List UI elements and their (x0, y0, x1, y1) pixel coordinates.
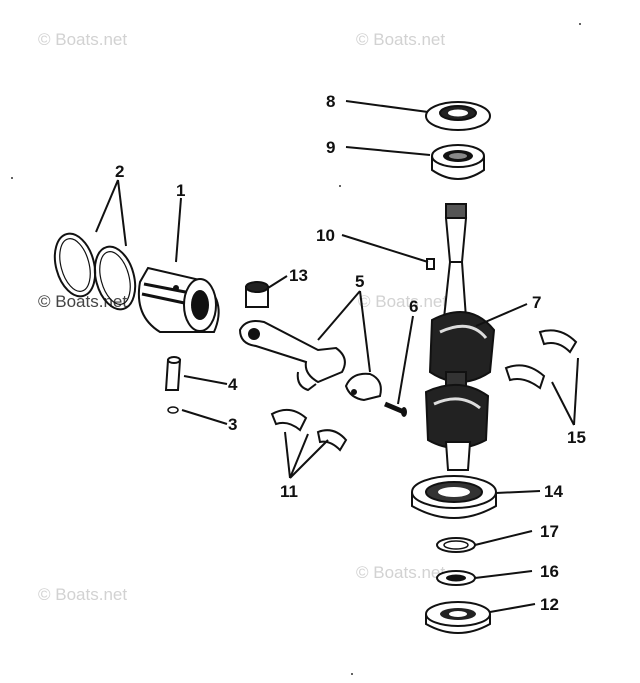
callout-12: 12 (540, 595, 559, 614)
piston (138, 266, 220, 333)
watermark-top-left: © Boats.net (38, 30, 127, 49)
wrist-pin (164, 356, 182, 391)
callout-4: 4 (228, 375, 238, 394)
rod-screw (384, 401, 407, 417)
crankshaft (424, 203, 496, 471)
seal-upper (425, 101, 491, 131)
bearing-halves-left (270, 408, 348, 452)
callout-6: 6 (409, 297, 418, 316)
pin-retainer (167, 406, 179, 414)
callout-7: 7 (532, 293, 541, 312)
callout-15: 15 (567, 428, 586, 447)
callout-1: 1 (176, 181, 185, 200)
watermark-bottom-right: © Boats.net (356, 563, 445, 582)
callout-10: 10 (316, 226, 335, 245)
callout-13: 13 (289, 266, 308, 285)
watermark-top-right: © Boats.net (356, 30, 445, 49)
watermark-bottom-left: © Boats.net (38, 585, 127, 604)
callout-3: 3 (228, 415, 237, 434)
callout-17: 17 (540, 522, 559, 541)
bushing (245, 281, 269, 308)
callout-16: 16 (540, 562, 559, 581)
watermark-middle-left: © Boats.net (38, 292, 127, 311)
watermark-middle-right: © Boats.net (358, 292, 447, 311)
seal-lower (425, 601, 491, 634)
callout-5: 5 (355, 272, 364, 291)
woodruff-key (426, 258, 435, 270)
piston-rings (53, 232, 137, 311)
callout-14: 14 (544, 482, 563, 501)
callout-9: 9 (326, 138, 335, 157)
callout-11: 11 (280, 482, 298, 501)
callout-8: 8 (326, 92, 335, 111)
callout-2: 2 (115, 162, 124, 181)
ball-bearing-lower (411, 475, 497, 519)
bearing-upper (431, 144, 485, 180)
retaining-ring (436, 537, 476, 553)
washer (436, 570, 476, 586)
connecting-rod (238, 320, 382, 402)
bearing-halves-right (504, 329, 578, 390)
